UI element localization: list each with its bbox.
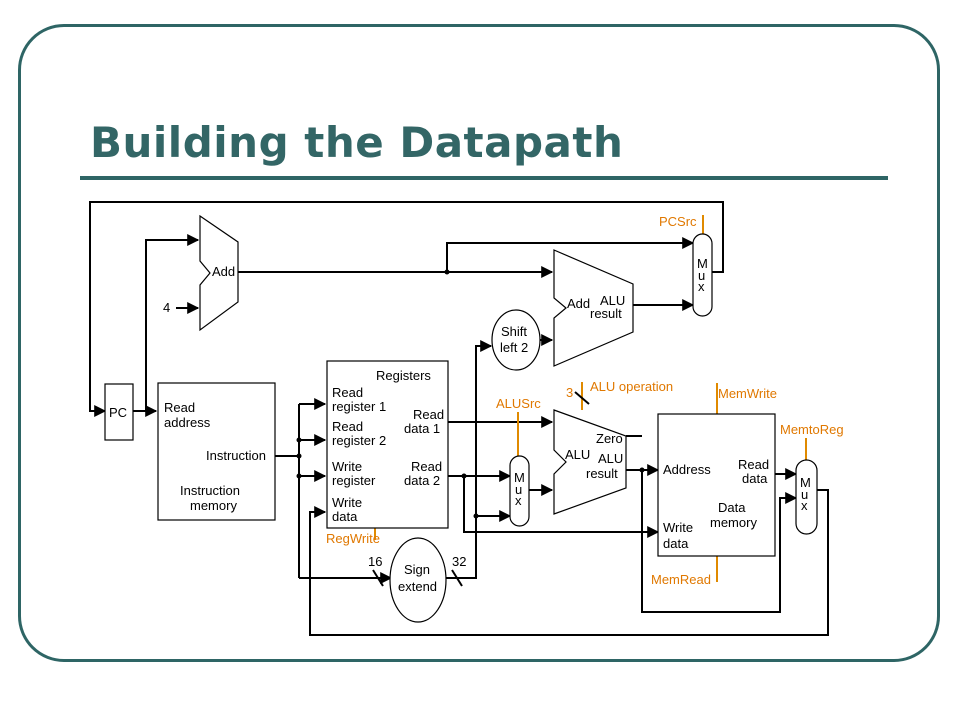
branch-alu-label: ALU — [600, 293, 625, 308]
alu-op-bits: 3 — [566, 385, 573, 400]
branch-result-label: result — [590, 306, 622, 321]
pc-adder — [199, 214, 239, 332]
alu-result-label: result — [586, 466, 618, 481]
pcsrc-mux-x: x — [698, 279, 705, 294]
imem-read-label: Read — [164, 400, 195, 415]
reg-read2-line1: Read — [332, 419, 363, 434]
signext-line1: Sign — [404, 562, 430, 577]
imem-address-label: address — [164, 415, 211, 430]
control-lines — [374, 215, 807, 582]
imem-name-line1: Instruction — [180, 483, 240, 498]
branch-adder — [553, 249, 634, 367]
imem-name-line2: memory — [190, 498, 237, 513]
dmem-read-line1: Read — [738, 457, 769, 472]
dmem-name-line1: Data — [718, 500, 746, 515]
reg-read1-line1: Read — [332, 385, 363, 400]
shift-left-2 — [491, 309, 541, 371]
reg-rd1-line2: data 1 — [404, 421, 440, 436]
reg-rd2-line1: Read — [411, 459, 442, 474]
aluop-slash — [574, 391, 590, 405]
alusrc-mux — [509, 455, 530, 527]
reg-rd1-line1: Read — [413, 407, 444, 422]
title-rule — [80, 176, 888, 180]
pc-adder-label: Add — [212, 264, 235, 279]
data-memory — [657, 413, 776, 557]
reg-write-line1: Write — [332, 459, 362, 474]
registers-title: Registers — [376, 368, 431, 383]
imem-instruction-label: Instruction — [206, 448, 266, 463]
pc-register — [104, 383, 134, 441]
reg-wdata-line1: Write — [332, 495, 362, 510]
dmem-address-label: Address — [663, 462, 711, 477]
alusrc-mux-u: u — [515, 482, 522, 497]
wire-alu-bypass — [641, 470, 798, 613]
wire-signext-out — [445, 510, 512, 579]
slide-title: Building the Datapath — [90, 118, 624, 167]
sign-extend — [389, 537, 447, 623]
wire-pc4-up — [446, 237, 695, 272]
alu-label-2: ALU — [598, 451, 623, 466]
shift-line2: left 2 — [500, 340, 528, 355]
alusrc-mux-x: x — [515, 493, 522, 508]
signext-out-slash — [451, 569, 463, 587]
reg-rd2-line2: data 2 — [404, 473, 440, 488]
shift-line1: Shift — [501, 324, 527, 339]
pcsrc-mux-m: M — [697, 256, 708, 271]
register-file — [326, 360, 449, 529]
branch-add-label: Add — [567, 296, 590, 311]
reg-wdata-line2: data — [332, 509, 358, 524]
instruction-memory — [157, 382, 276, 521]
ctl-regwrite-label: RegWrite — [326, 531, 380, 546]
wire-to-shift — [475, 340, 493, 516]
signext-out-bits: 32 — [452, 554, 466, 569]
reg-read2-line2: register 2 — [332, 433, 386, 448]
memtoreg-mux — [795, 459, 818, 535]
ctl-aluop-label: ALU operation — [590, 379, 673, 394]
const-four-label: 4 — [163, 300, 170, 315]
wires — [89, 201, 829, 636]
memtoreg-mux-m: M — [800, 475, 811, 490]
alusrc-mux-m: M — [514, 470, 525, 485]
ctl-memtoreg-label: MemtoReg — [780, 422, 844, 437]
wire-pc-loop — [89, 201, 724, 417]
alu-zero-label: Zero — [596, 431, 623, 446]
reg-read1-line2: register 1 — [332, 399, 386, 414]
wire-writeback — [309, 489, 829, 636]
dmem-name-line2: memory — [710, 515, 757, 530]
wire-rd2-to-mem — [463, 476, 660, 538]
memtoreg-mux-u: u — [801, 487, 808, 502]
slide-frame — [18, 24, 940, 662]
ctl-memwrite-label: MemWrite — [718, 386, 777, 401]
signext-in-slash — [372, 569, 384, 587]
reg-write-line2: register — [332, 473, 376, 488]
alu-label: ALU — [565, 447, 590, 462]
wire-pc-to-adder — [145, 234, 200, 411]
pcsrc-mux-u: u — [698, 268, 705, 283]
dmem-write-line1: Write — [663, 520, 693, 535]
pcsrc-mux — [692, 233, 713, 317]
ctl-alusrc-label: ALUSrc — [496, 396, 541, 411]
ctl-memread-label: MemRead — [651, 572, 711, 587]
signext-line2: extend — [398, 579, 437, 594]
pc-label: PC — [109, 405, 127, 420]
dmem-read-line2: data — [742, 471, 768, 486]
ctl-pcsrc-label: PCSrc — [659, 214, 697, 229]
memtoreg-mux-x: x — [801, 498, 808, 513]
dmem-write-line2: data — [663, 536, 689, 551]
signext-in-bits: 16 — [368, 554, 382, 569]
main-alu — [553, 409, 627, 515]
